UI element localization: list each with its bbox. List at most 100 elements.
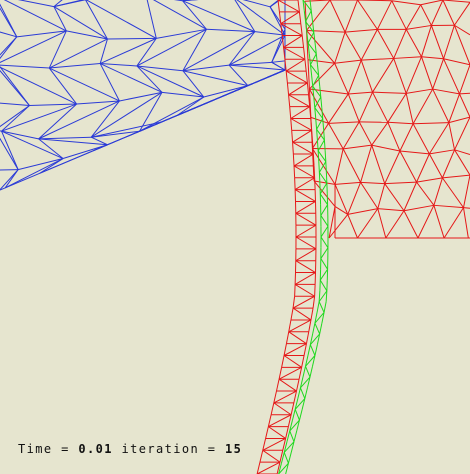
mesh-edge: [318, 301, 325, 313]
mesh-edge: [319, 269, 329, 281]
mesh-edge: [273, 390, 277, 404]
mesh-edge: [295, 201, 316, 214]
mesh-edge: [320, 215, 329, 227]
mesh-edge: [393, 29, 407, 59]
mesh-edge: [443, 207, 464, 239]
mesh-edge: [309, 366, 313, 378]
mesh-edge: [286, 430, 291, 442]
mesh-edge: [285, 463, 289, 474]
mesh-edge: [297, 387, 301, 399]
mesh-edge: [347, 208, 378, 215]
mesh-edge: [289, 420, 293, 432]
mesh-edge: [342, 121, 360, 150]
mesh-edge: [329, 0, 346, 33]
iteration-label: iteration: [121, 442, 200, 456]
mesh-edge: [0, 137, 19, 170]
mesh-edge: [0, 30, 67, 63]
mesh-edge: [53, 0, 87, 8]
mesh-edge: [229, 61, 272, 66]
mesh-edge: [280, 11, 300, 25]
mesh-edge: [278, 378, 297, 392]
mesh-edge: [303, 47, 306, 60]
mesh-edge: [417, 205, 435, 239]
mesh-edge: [107, 37, 157, 40]
mesh-edge: [259, 450, 264, 463]
mesh-edge: [0, 64, 50, 69]
mesh-edge: [305, 0, 331, 2]
time-value: 0.01: [78, 442, 113, 456]
mesh-edge: [318, 290, 328, 302]
mesh-edge: [323, 140, 326, 151]
mesh-edge: [459, 93, 470, 118]
mesh-edge: [283, 355, 302, 368]
mesh-edge: [309, 106, 312, 119]
mesh-edge: [316, 128, 325, 141]
mesh-edge: [182, 70, 205, 98]
mesh-edge: [328, 93, 349, 124]
mesh-edge: [182, 0, 207, 30]
mesh-edge: [152, 0, 207, 30]
mesh-edge: [283, 343, 287, 356]
mesh-edge: [303, 10, 307, 22]
mesh-edge: [306, 32, 309, 44]
mesh-edge: [287, 452, 292, 464]
mesh-edge: [53, 6, 67, 32]
mesh-edge: [295, 248, 317, 262]
mesh-edge: [288, 319, 292, 332]
mesh-edge: [314, 312, 318, 324]
mesh-edge: [442, 174, 470, 179]
mesh-edge: [463, 207, 470, 209]
mesh-edge: [292, 154, 295, 166]
iteration-value: 15: [225, 442, 243, 456]
mesh-edge: [269, 6, 286, 36]
mesh-edge: [85, 0, 157, 39]
mesh-edge: [29, 103, 77, 107]
mesh-edge: [391, 0, 421, 6]
mesh-edge: [372, 91, 389, 123]
mesh-edge: [309, 344, 316, 356]
mesh-edge: [0, 130, 2, 132]
mesh-edge: [334, 63, 349, 95]
mesh-edge: [3, 0, 67, 32]
red-mesh: [256, 0, 470, 474]
mesh-edge: [309, 333, 321, 346]
mesh-edge: [242, 0, 271, 8]
mesh-edge: [345, 28, 378, 33]
mesh-edge: [0, 3, 18, 38]
mesh-edge: [319, 182, 328, 195]
mesh-edge: [269, 6, 286, 30]
mesh-edge: [293, 390, 297, 404]
mesh-edge: [306, 376, 311, 388]
mesh-edge: [357, 0, 392, 2]
mesh-edge: [136, 28, 207, 67]
mesh-edge: [463, 207, 469, 239]
mesh-edge: [313, 180, 336, 207]
mesh-edge: [305, 21, 315, 33]
mesh-edge: [412, 88, 434, 125]
mesh-edge: [182, 0, 256, 33]
mesh-edge: [295, 212, 317, 226]
mesh-edge: [361, 57, 394, 61]
mesh-edge: [283, 343, 307, 356]
mesh-edge: [310, 53, 317, 65]
mesh-edge: [321, 312, 325, 324]
mesh-edge: [302, 0, 305, 11]
mesh-edge: [271, 28, 286, 63]
mesh-edge: [325, 161, 327, 173]
mesh-edge: [312, 123, 329, 149]
mesh-edge: [48, 67, 78, 105]
mesh-edge: [287, 414, 292, 427]
mesh-edge: [371, 122, 389, 146]
mesh-edge: [319, 323, 323, 335]
mesh-edge: [277, 0, 300, 13]
mesh-edge: [316, 129, 318, 141]
mesh-edge: [293, 165, 296, 178]
mesh-edge: [454, 149, 470, 155]
mesh-edge: [281, 355, 285, 368]
mesh-edge: [319, 193, 329, 205]
equals-sign: =: [61, 442, 70, 456]
mesh-edge: [454, 24, 470, 36]
mesh-edge: [91, 121, 162, 138]
mesh-edge: [292, 295, 315, 309]
